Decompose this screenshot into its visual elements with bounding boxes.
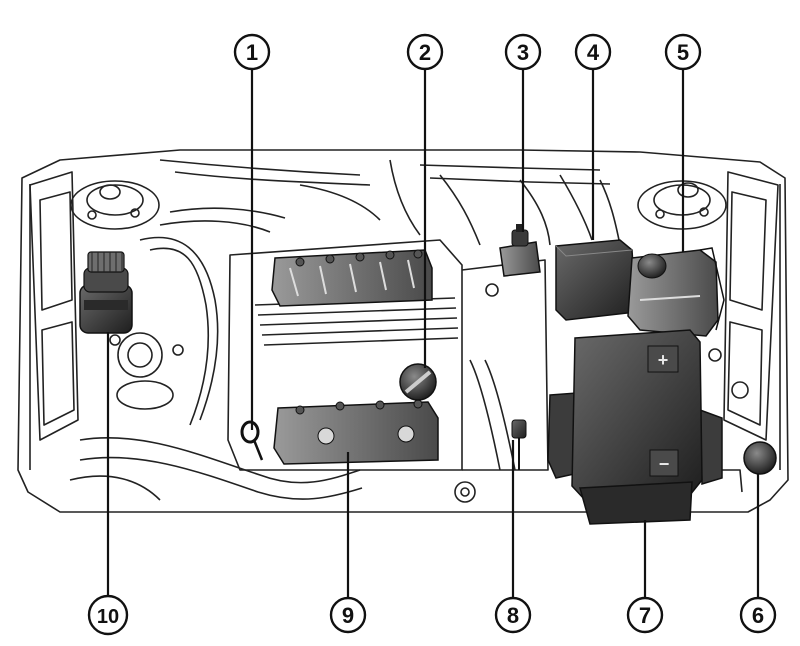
washer-cap-6 (743, 441, 777, 475)
dipstick-1 (240, 420, 264, 461)
callout-6: 6 (739, 596, 777, 634)
air-intake-5 (627, 247, 725, 337)
callout-1: 1 (233, 33, 271, 71)
callout-7: 7 (626, 596, 664, 634)
callout-4: 4 (574, 33, 612, 71)
sensor-cap-8 (511, 419, 527, 470)
battery-positive-symbol: + (658, 350, 669, 370)
reservoir-cap-10 (79, 251, 133, 334)
callout-label: 3 (517, 40, 529, 65)
callout-8: 8 (494, 596, 532, 634)
leader-lines (106, 70, 760, 598)
battery-negative-symbol: − (659, 454, 670, 474)
callout-10: 10 (87, 594, 129, 636)
callout-9: 9 (329, 596, 367, 634)
callout-label: 10 (97, 606, 119, 628)
callout-3: 3 (504, 33, 542, 71)
callout-label: 1 (246, 40, 258, 65)
callout-5: 5 (664, 33, 702, 71)
callout-label: 8 (507, 603, 519, 628)
fuse-box-4 (555, 239, 637, 321)
battery-7: + − (547, 329, 723, 525)
oil-filler-cap-2 (399, 363, 437, 401)
callout-label: 6 (752, 603, 764, 628)
callout-label: 4 (587, 40, 600, 65)
callout-2: 2 (406, 33, 444, 71)
callout-label: 7 (639, 603, 651, 628)
callout-label: 2 (419, 40, 431, 65)
upper-cover-section (271, 249, 433, 307)
callout-label: 9 (342, 603, 354, 628)
intake-section-9 (273, 399, 439, 465)
callout-label: 5 (677, 40, 689, 65)
brake-fluid-reservoir-3 (499, 224, 541, 277)
